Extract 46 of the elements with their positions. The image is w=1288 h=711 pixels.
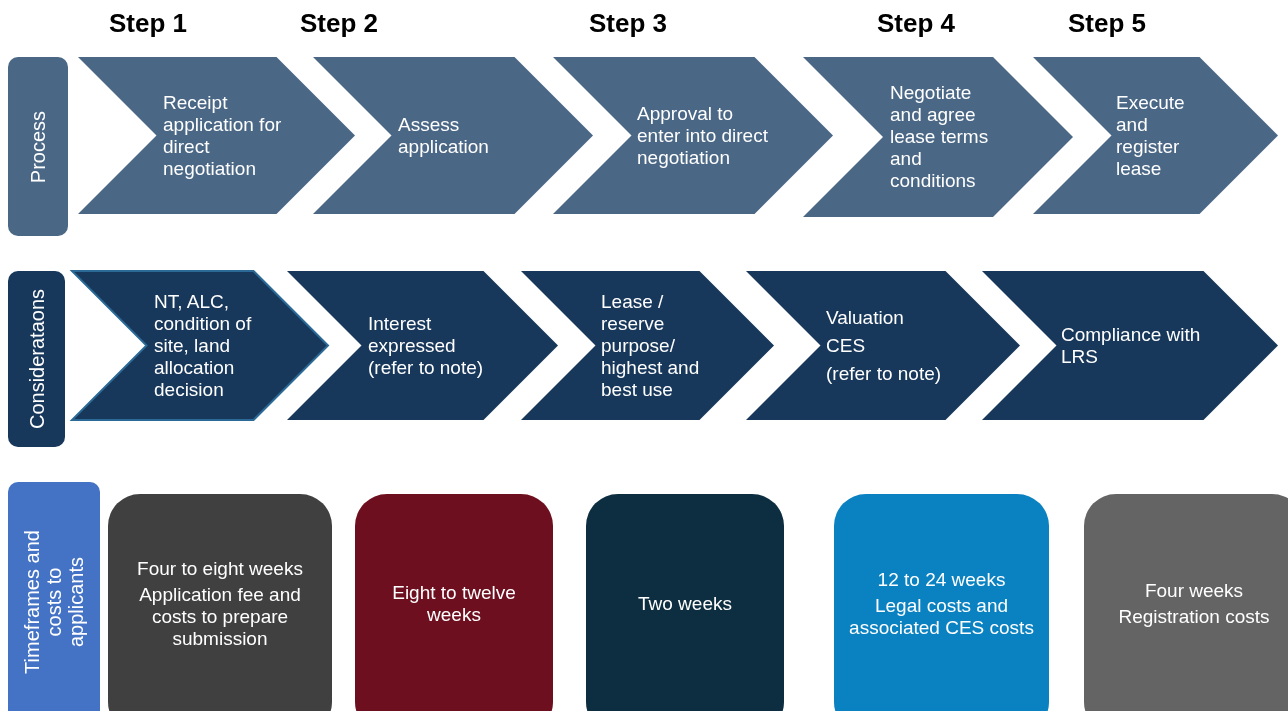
chevron-step [287, 271, 558, 420]
step-text: Lease / reserve purpose/ highest and best use [601, 290, 701, 401]
step-text: Valuation [826, 306, 905, 329]
timeframe-card [108, 494, 332, 711]
step-text: Negotiate and agree lease terms and conditions [890, 82, 990, 192]
timeframe-card [1084, 494, 1288, 711]
timeframe-text: Registration costs [1118, 606, 1270, 628]
row-title: Considerataons [25, 287, 48, 432]
step-heading: Step 2 [300, 8, 378, 39]
chevron-step [313, 57, 593, 214]
step-heading: Step 1 [109, 8, 187, 39]
timeframe-text: Application fee and costs to prepare submission [138, 584, 302, 650]
step-text: (refer to note) [826, 362, 943, 385]
timeframe-text: Four to eight weeks [137, 558, 303, 580]
chevron-step [746, 271, 1020, 420]
chevron-step [72, 271, 328, 420]
step-text: NT, ALC, condition of site, land allocation decision [154, 290, 253, 401]
row-header [8, 57, 68, 236]
step-text: CES [826, 334, 867, 357]
step-text: Receipt application for direct negotiation [163, 91, 283, 180]
step-text: Approval to enter into direct negotiation [637, 102, 769, 169]
step-text: Execute and register lease [1116, 91, 1186, 180]
row-title: Process [27, 109, 49, 185]
timeframe-text: Legal costs and associated CES costs [848, 595, 1035, 639]
timeframe-text: 12 to 24 weeks [877, 569, 1006, 591]
timeframe-card [586, 494, 784, 711]
chevron-step [553, 57, 833, 214]
row-header [8, 482, 100, 711]
chevron-step [521, 271, 774, 420]
timeframe-text: Two weeks [638, 593, 732, 615]
timeframe-text: Eight to twelve weeks [391, 582, 517, 626]
chevron-step [982, 271, 1278, 420]
step-text: Assess application [398, 113, 490, 158]
timeframe-card [834, 494, 1049, 711]
step-text: Interest expressed (refer to note) [368, 312, 485, 379]
row-title: Timeframes and costs to applicants [21, 529, 87, 676]
row-header [8, 271, 65, 447]
step-text: Compliance with LRS [1061, 323, 1202, 368]
chevron-step [78, 57, 355, 214]
chevron-step [1033, 57, 1278, 214]
step-heading: Step 5 [1068, 8, 1146, 39]
chevron-step [803, 57, 1073, 217]
timeframe-card [355, 494, 553, 711]
step-heading: Step 4 [877, 8, 955, 39]
step-heading: Step 3 [589, 8, 667, 39]
timeframe-text: Four weeks [1144, 580, 1244, 602]
